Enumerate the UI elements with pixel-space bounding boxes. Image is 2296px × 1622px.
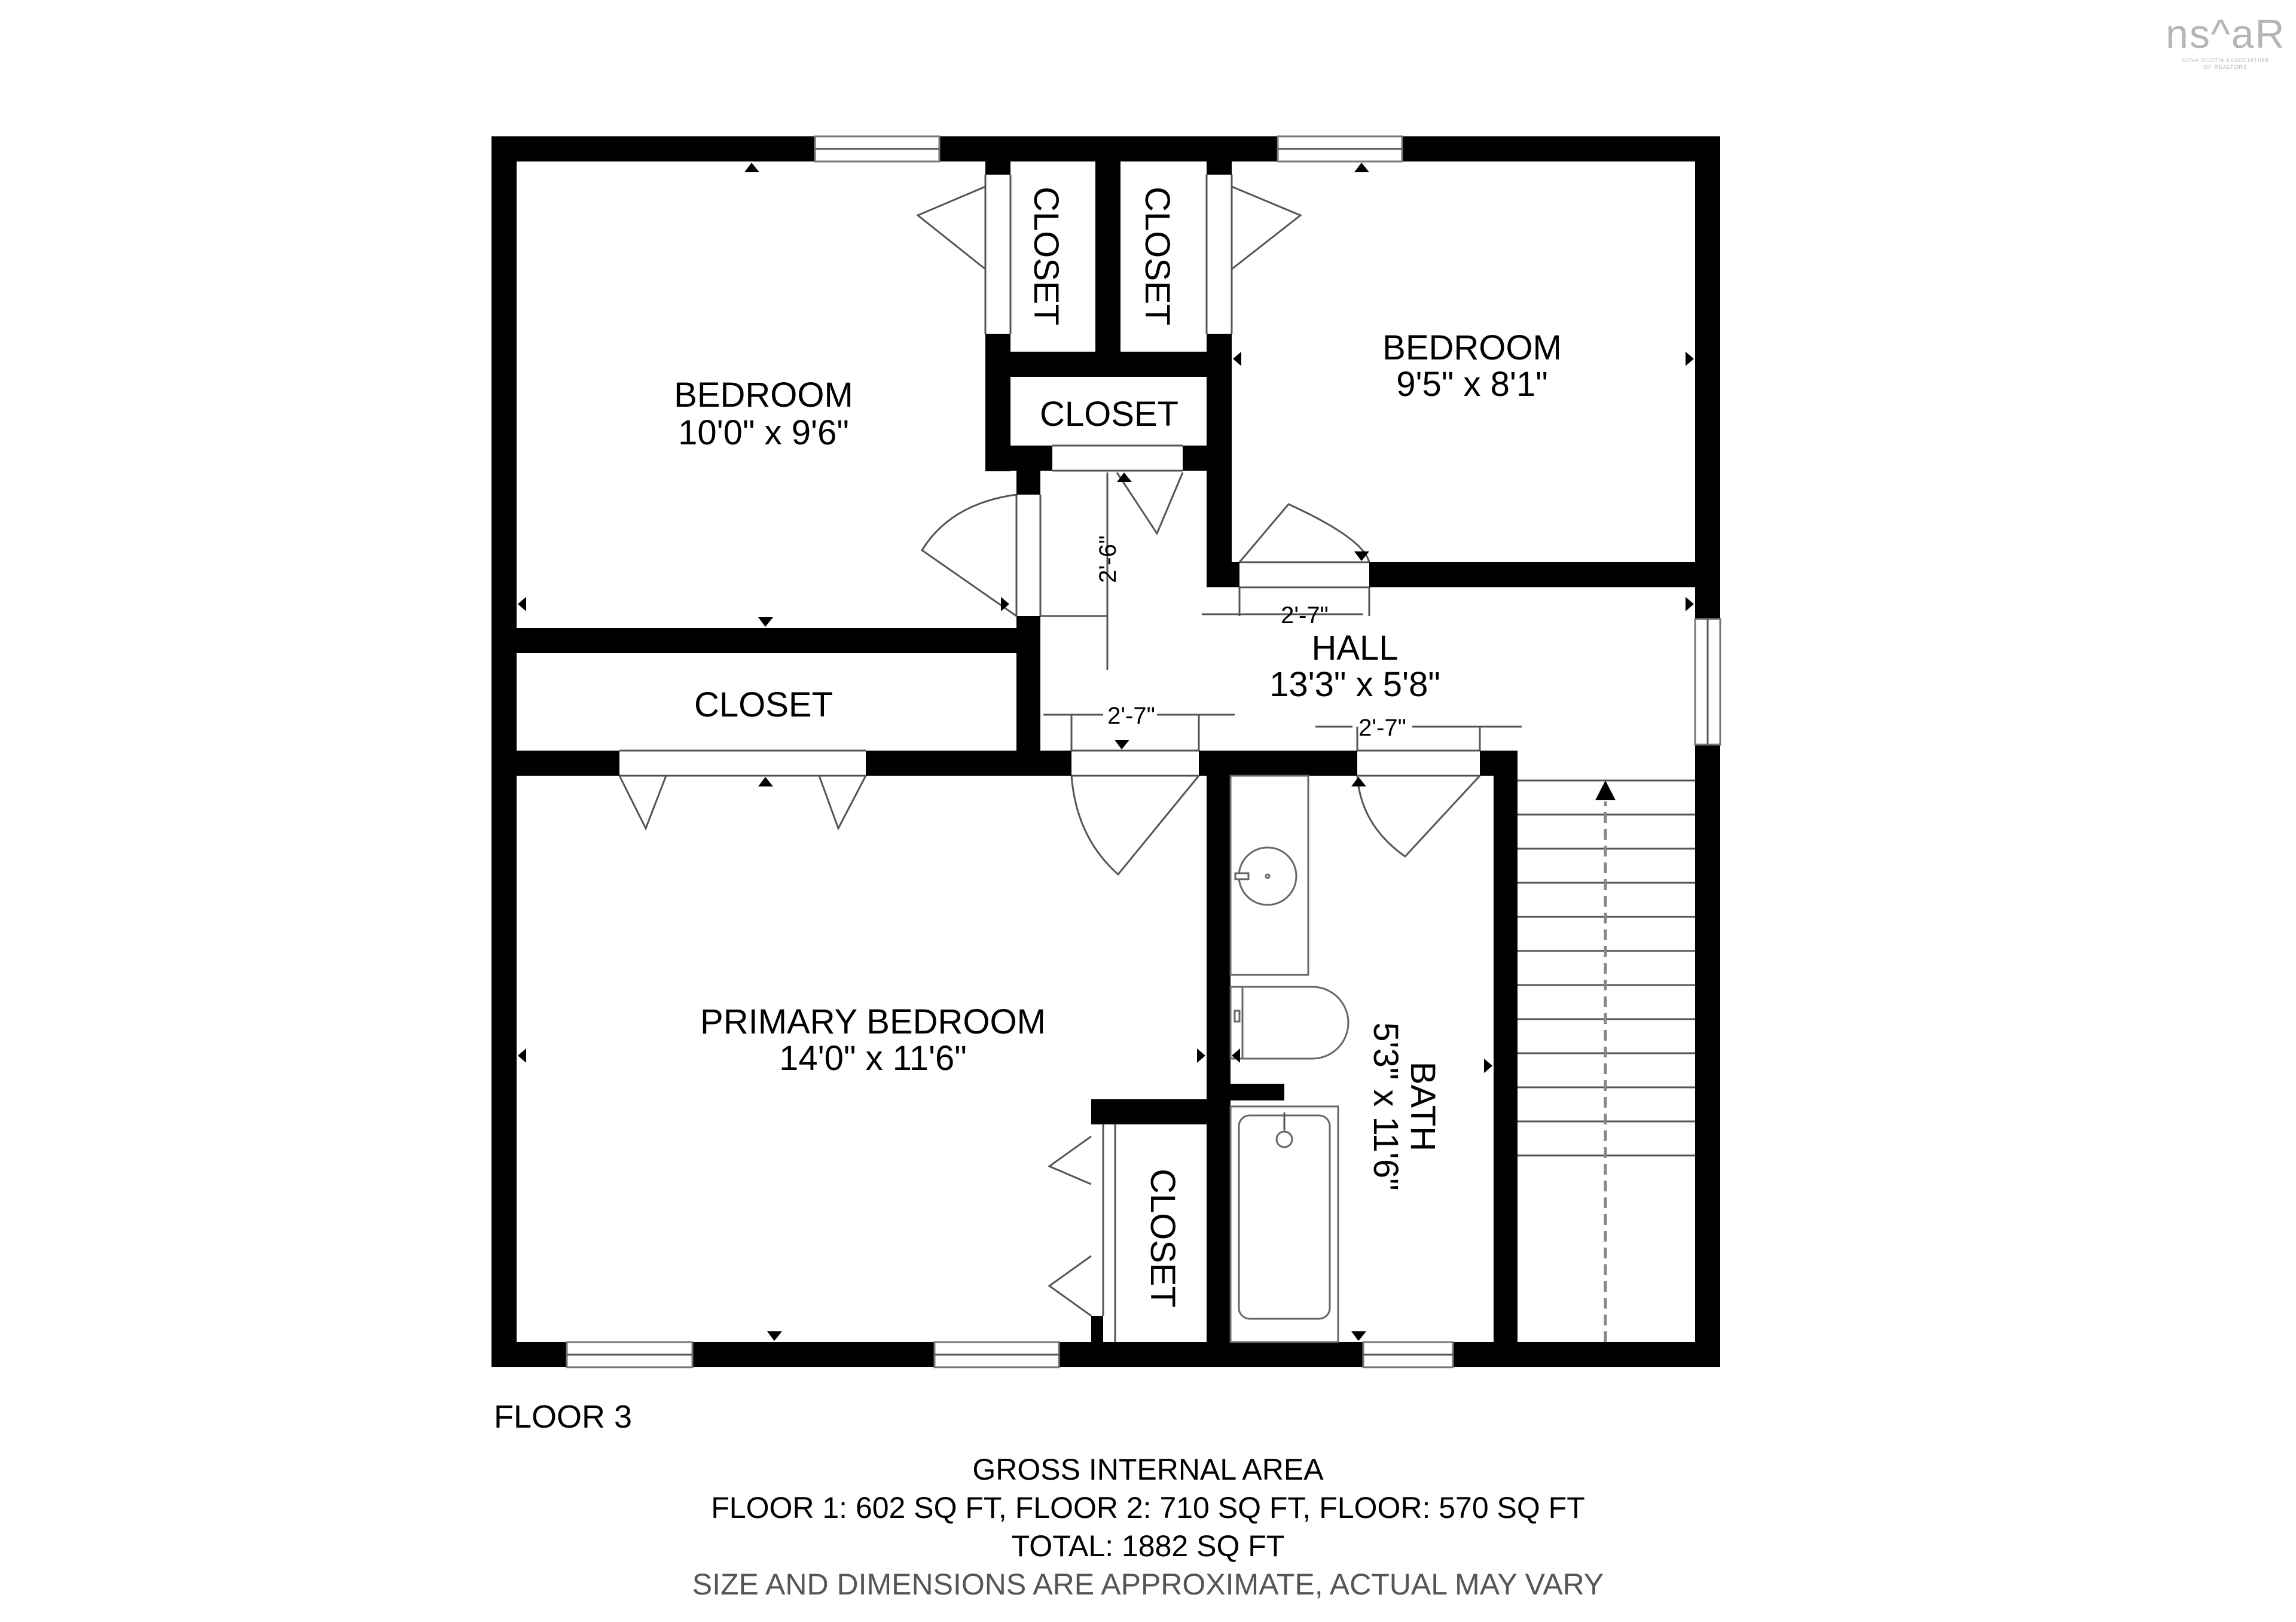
logo-text: ns^aR	[2166, 11, 2286, 57]
measurement-markers	[518, 163, 1694, 1341]
hall-name: HALL	[1311, 629, 1398, 667]
bedroom-left-name: BEDROOM	[674, 376, 853, 414]
bath-fixtures	[1229, 775, 1349, 1343]
closet-middle-label: CLOSET	[1040, 395, 1178, 434]
dim-door-primary: 2'-7"	[1107, 703, 1155, 729]
room-labels: BEDROOM 10'0" x 9'6" BEDROOM 9'5" x 8'1"…	[674, 187, 1562, 1307]
stairs	[1518, 779, 1695, 1342]
summary-disclaimer: SIZE AND DIMENSIONS ARE APPROXIMATE, ACT…	[692, 1568, 1604, 1601]
window-bottom-bath	[1362, 1341, 1454, 1368]
windows	[566, 135, 1721, 1368]
logo-subtitle-1: NOVA SCOTIA ASSOCIATION	[2182, 57, 2269, 63]
floor-label: FLOOR 3	[494, 1399, 633, 1435]
bedroom-right-size: 9'5" x 8'1"	[1396, 365, 1548, 404]
closet-top-right-label: CLOSET	[1138, 187, 1177, 325]
outer-walls	[491, 136, 1720, 1367]
summary-title: GROSS INTERNAL AREA	[972, 1453, 1324, 1486]
bath-name: BATH	[1403, 1062, 1442, 1151]
toilet-icon	[1241, 986, 1349, 1060]
door-frames	[619, 175, 1480, 1342]
nsar-logo: ns^aR NOVA SCOTIA ASSOCIATION OF REALTOR…	[2166, 11, 2285, 77]
window-right	[1694, 618, 1721, 746]
summary-floors: FLOOR 1: 602 SQ FT, FLOOR 2: 710 SQ FT, …	[711, 1491, 1585, 1525]
summary-total: TOTAL: 1882 SQ FT	[1011, 1529, 1285, 1563]
bedroom-left-size: 10'0" x 9'6"	[678, 413, 849, 452]
dim-hall-vertical: 2'-6"	[1095, 535, 1121, 583]
door-swings	[618, 185, 1481, 1317]
interior-walls	[517, 161, 1720, 1344]
closet-primary-label: CLOSET	[1143, 1169, 1182, 1307]
window-bottom-2	[933, 1341, 1060, 1368]
toilet-tank	[1229, 986, 1244, 1060]
stair-up-arrow-icon	[1595, 780, 1616, 800]
closet-long-label: CLOSET	[694, 685, 833, 724]
dim-door-right-bedroom: 2'-7"	[1281, 602, 1329, 629]
logo-subtitle-2: OF REALTORS	[2203, 64, 2248, 70]
dim-door-bath: 2'-7"	[1358, 715, 1406, 741]
primary-bedroom-size: 14'0" x 11'6"	[779, 1039, 967, 1078]
window-top-right	[1277, 135, 1403, 163]
bath-size: 5'3" x 11'6"	[1366, 1022, 1405, 1191]
dimension-lines	[1040, 472, 1522, 751]
window-top-left	[814, 135, 941, 163]
hall-size: 13'3" x 5'8"	[1269, 665, 1440, 704]
bedroom-right-name: BEDROOM	[1382, 328, 1562, 367]
closet-top-left-label: CLOSET	[1027, 187, 1065, 325]
primary-bedroom-name: PRIMARY BEDROOM	[700, 1002, 1046, 1041]
window-bottom-1	[566, 1341, 694, 1368]
dimension-labels: 2'-6" 2'-7" 2'-7" 2'-7"	[1095, 535, 1406, 741]
